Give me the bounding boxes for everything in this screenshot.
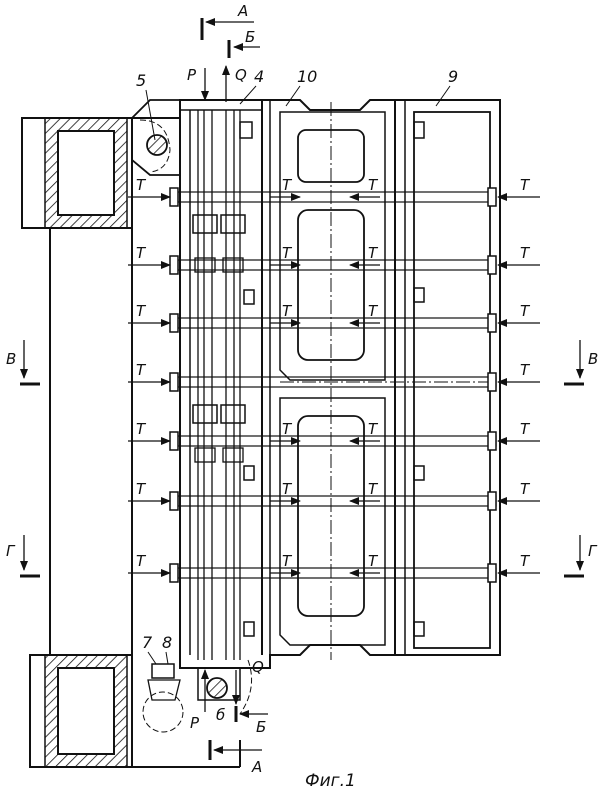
- t-label: T: [282, 420, 293, 438]
- studs: [240, 122, 424, 636]
- section-g-right-label: Г: [588, 542, 598, 560]
- figure-caption: Фиг.1: [305, 771, 356, 791]
- section-b-top-label: Б: [245, 28, 255, 46]
- top-section-marks: А Б P Q: [187, 2, 260, 102]
- t-label: T: [282, 244, 293, 262]
- t-label: T: [136, 176, 147, 194]
- t-label: T: [136, 480, 147, 498]
- t-label: T: [520, 480, 531, 498]
- lower-pivot: P б Q: [143, 658, 264, 732]
- part-number-10: 10: [297, 67, 317, 86]
- t-label: T: [136, 552, 147, 570]
- t-label: T: [520, 552, 531, 570]
- part-number-5: 5: [136, 71, 146, 90]
- horizontal-tie-bars: [170, 188, 496, 582]
- t-label: T: [368, 552, 379, 570]
- p-bottom-label: P: [190, 714, 200, 732]
- q-top-label: Q: [235, 66, 247, 84]
- part-number-8: 8: [162, 633, 172, 652]
- tie-bar: [170, 256, 496, 274]
- section-b-bottom-label: Б: [256, 718, 266, 736]
- t-label: T: [136, 302, 147, 320]
- t-label: T: [520, 361, 531, 379]
- section-a-bottom-label: А: [251, 758, 262, 776]
- t-label: T: [368, 420, 379, 438]
- t-label: T: [368, 302, 379, 320]
- tie-bar: [170, 492, 496, 510]
- upper-pivot: [132, 100, 180, 175]
- small-b-label: б: [216, 706, 225, 724]
- t-label: T: [282, 552, 293, 570]
- tie-bar: [170, 564, 496, 582]
- t-label: T: [282, 302, 293, 320]
- side-section-marks: В В Г Г: [6, 340, 598, 576]
- part-number-labels: 5 4 10 9 7 8: [136, 67, 458, 664]
- t-label: T: [368, 244, 379, 262]
- tie-bar: [170, 188, 496, 206]
- t-label: T: [282, 176, 293, 194]
- q-bottom-label: Q: [252, 658, 264, 676]
- t-label: T: [520, 302, 531, 320]
- part-number-9: 9: [448, 67, 458, 86]
- t-label: T: [136, 361, 147, 379]
- p-top-label: P: [187, 66, 197, 84]
- section-a-top-label: А: [237, 2, 248, 20]
- tie-bar: [170, 432, 496, 450]
- tie-bar: [170, 314, 496, 332]
- section-g-left-label: Г: [6, 542, 16, 560]
- section-v-left-label: В: [6, 350, 16, 368]
- main-body: [180, 100, 500, 668]
- t-label: T: [368, 176, 379, 194]
- t-label: T: [520, 420, 531, 438]
- t-label: T: [136, 420, 147, 438]
- t-label: T: [368, 480, 379, 498]
- part-number-4: 4: [254, 67, 264, 86]
- part-number-7: 7: [142, 633, 153, 652]
- t-labels: T T T T T T T T T T T T T T T T T T T T …: [136, 176, 531, 570]
- t-label: T: [520, 244, 531, 262]
- section-v-right-label: В: [588, 350, 598, 368]
- t-label: T: [136, 244, 147, 262]
- t-label: T: [282, 480, 293, 498]
- t-label: T: [520, 176, 531, 194]
